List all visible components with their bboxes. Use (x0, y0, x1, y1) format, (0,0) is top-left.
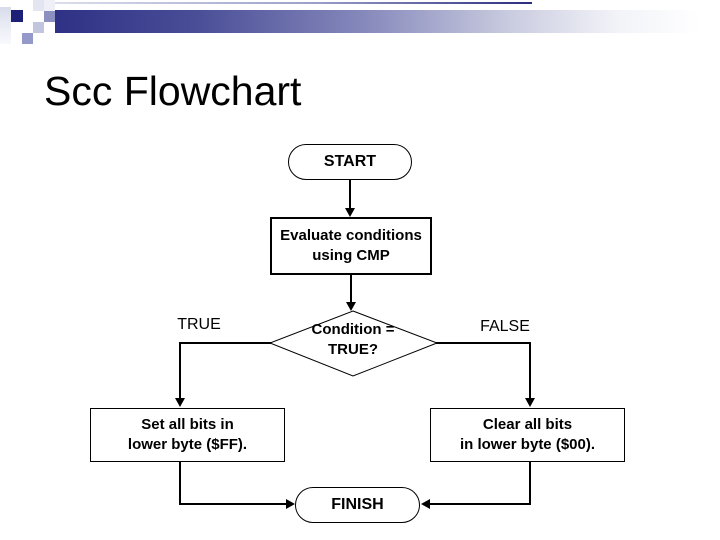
deco-square-navy (11, 10, 23, 22)
connector-false-horizontal (436, 342, 530, 344)
node-finish: FINISH (295, 487, 420, 523)
node-set-bits: Set all bits in lower byte ($FF). (90, 408, 285, 462)
deco-square-column (0, 7, 11, 44)
arrowhead-down (525, 398, 535, 407)
node-start: START (288, 144, 412, 180)
node-label-line: using CMP (312, 247, 390, 264)
deco-square (33, 22, 44, 33)
arrowhead-down (175, 398, 185, 407)
connector-start-evaluate (349, 180, 351, 210)
node-label-line: TRUE? (328, 341, 378, 358)
connector-evaluate-condition (350, 275, 352, 304)
header-hairline (55, 2, 532, 4)
connector-clear-finish (430, 503, 531, 505)
arrowhead-down (346, 302, 356, 311)
header-accent-bar (55, 10, 700, 33)
node-clear-bits: Clear all bits in lower byte ($00). (430, 408, 625, 462)
node-label-line: Clear all bits (482, 416, 573, 433)
connector-clear-down (529, 462, 531, 505)
node-label-line: Condition = (311, 321, 395, 338)
slide-title: Scc Flowchart (44, 68, 302, 114)
node-label-line: Set all bits in (141, 416, 234, 433)
node-label-line: lower byte ($FF). (127, 436, 248, 453)
connector-set-down (179, 462, 181, 505)
deco-square (44, 11, 55, 22)
node-label-line: Evaluate conditions (280, 227, 422, 244)
condition-diamond-shape (268, 310, 439, 377)
node-finish-label: FINISH (331, 496, 384, 513)
connector-set-finish (179, 503, 286, 505)
branch-false-label: FALSE (480, 318, 530, 335)
deco-square (22, 33, 33, 44)
connector-true-vertical (179, 342, 181, 400)
branch-true-label: TRUE (177, 316, 221, 333)
node-evaluate-conditions: Evaluate conditions using CMP (270, 217, 432, 275)
connector-true-horizontal (179, 342, 271, 344)
node-start-label: START (323, 153, 377, 170)
deco-square (44, 0, 55, 11)
node-label-line: in lower byte ($00). (459, 436, 596, 453)
arrowhead-down (345, 208, 355, 217)
deco-square (33, 0, 44, 11)
arrowhead-right (286, 499, 295, 509)
connector-false-vertical (529, 342, 531, 400)
node-condition-label: Condition = TRUE? (283, 320, 423, 360)
arrowhead-left (421, 499, 430, 509)
